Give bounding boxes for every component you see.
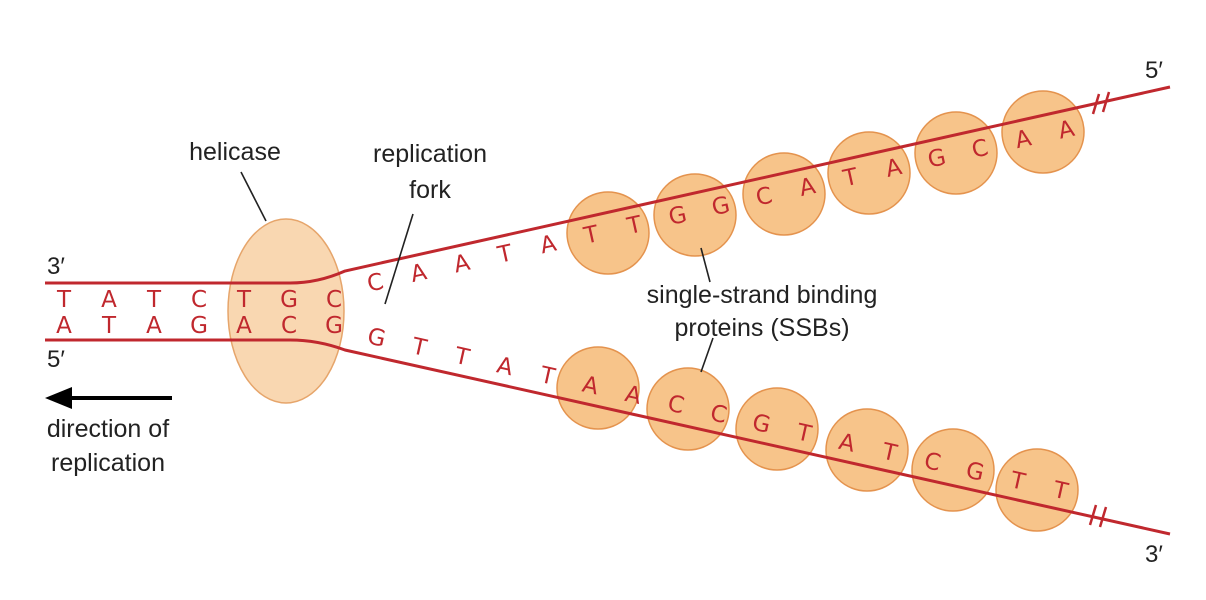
base-letter: C	[191, 287, 207, 313]
base-letter: A	[836, 429, 857, 458]
ssb-protein	[566, 191, 650, 275]
bottom-strand	[45, 338, 1171, 536]
base-letter: A	[623, 381, 644, 410]
base-letter: T	[1050, 477, 1071, 506]
base-letter: G	[190, 313, 208, 339]
base-letter: G	[750, 410, 773, 439]
ssb-proteins-top-group	[566, 90, 1085, 275]
helicase-enzyme	[227, 218, 345, 404]
base-letter: T	[840, 164, 861, 193]
ssb-label-line2: proteins (SSBs)	[674, 314, 849, 342]
top-strand-break-mark	[1091, 91, 1111, 115]
base-letter: T	[494, 240, 515, 269]
base-letter: A	[883, 154, 904, 183]
base-letter: A	[408, 259, 429, 288]
ssb-protein	[914, 111, 998, 195]
base-letter: T	[793, 419, 814, 448]
base-letter: G	[365, 324, 388, 353]
base-letter: T	[451, 343, 472, 372]
base-letter: G	[325, 313, 343, 339]
base-letter: G	[280, 287, 298, 313]
top-strand	[45, 85, 1171, 285]
bottom-strand-break-mark	[1088, 504, 1108, 528]
ssb-label-line1: single-strand binding	[647, 281, 878, 309]
ssb-protein	[742, 152, 826, 236]
base-letter: T	[581, 221, 602, 250]
ssb-proteins-bottom-group	[556, 346, 1079, 532]
base-letter: C	[708, 400, 729, 429]
base-letter: C	[365, 269, 386, 298]
base-letter: C	[922, 448, 943, 477]
base-letter: A	[451, 250, 472, 279]
ssb-top-leader-line	[700, 247, 711, 283]
helicase-label: helicase	[189, 138, 281, 166]
ssb-protein	[556, 346, 640, 430]
ssb-protein	[827, 131, 911, 215]
top-left-end-label: 3′	[47, 253, 65, 280]
base-letter: T	[409, 333, 430, 362]
direction-arrow-icon	[45, 387, 172, 409]
base-letter: G	[963, 457, 986, 486]
base-letter: A	[146, 313, 162, 339]
base-letter: A	[56, 313, 72, 339]
base-letter: A	[101, 287, 117, 313]
top-right-end-label: 5′	[1145, 57, 1163, 84]
ssb-protein	[995, 448, 1079, 532]
base-letter: G	[709, 192, 732, 221]
base-letter: C	[665, 391, 686, 420]
base-letter: A	[797, 173, 818, 202]
base-letter: T	[879, 439, 900, 468]
base-letter: T	[56, 287, 72, 313]
base-letter: T	[101, 313, 117, 339]
ssb-protein	[653, 173, 737, 257]
base-letter: A	[1013, 125, 1034, 154]
bottom-right-end-label: 3′	[1145, 541, 1163, 568]
replication-fork-label-line2: fork	[409, 176, 451, 204]
base-letter: A	[1056, 116, 1077, 145]
replication-fork-label-line1: replication	[373, 140, 487, 168]
base-letter: A	[538, 231, 559, 260]
direction-label-line1: direction of	[47, 415, 169, 443]
base-letter: A	[236, 313, 252, 339]
ssb-bottom-leader-line	[700, 337, 714, 373]
direction-label-line2: replication	[51, 449, 165, 477]
base-letter: C	[281, 313, 297, 339]
base-letter: T	[236, 287, 252, 313]
base-letter: C	[326, 287, 342, 313]
bottom-left-end-label: 5′	[47, 346, 65, 373]
base-letter: T	[624, 211, 645, 240]
base-letter: C	[969, 135, 990, 164]
base-letter: T	[537, 362, 558, 391]
base-letter: A	[580, 372, 601, 401]
base-letter: T	[146, 287, 162, 313]
helicase-leader-line	[240, 171, 267, 222]
fork-leader-line	[384, 213, 414, 305]
base-letter: G	[925, 144, 948, 173]
base-letter: C	[754, 183, 775, 212]
base-letter: G	[666, 202, 689, 231]
base-letter: T	[1007, 467, 1028, 496]
base-letter: A	[494, 352, 515, 381]
ssb-protein	[646, 367, 730, 451]
